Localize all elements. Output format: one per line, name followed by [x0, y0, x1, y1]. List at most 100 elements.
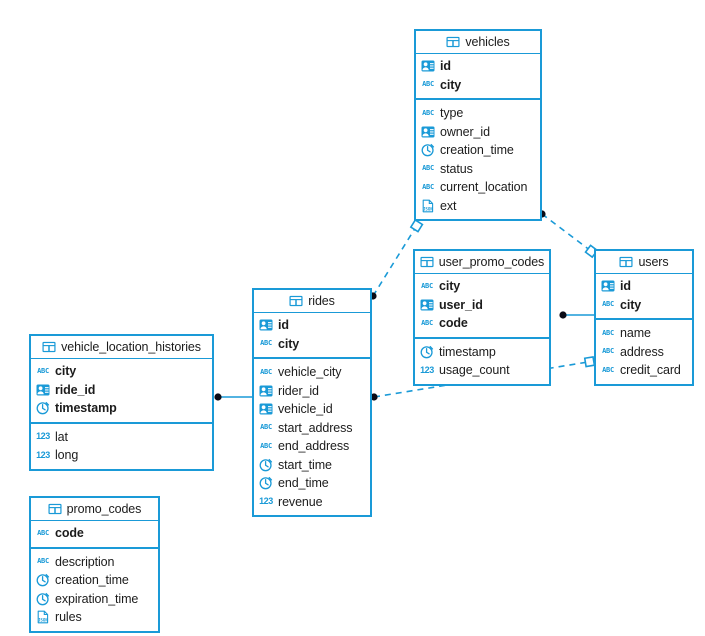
primary-key-row[interactable]: ABC city	[415, 277, 549, 296]
abc-icon: ABC	[422, 182, 434, 191]
table-icon	[48, 502, 62, 516]
column-name: address	[620, 344, 664, 359]
column-name: timestamp	[55, 401, 117, 416]
column-name: id	[278, 318, 289, 333]
column-name: user_id	[439, 297, 483, 312]
column-name: id	[440, 59, 451, 74]
column-name: ride_id	[55, 382, 96, 397]
abc-icon: ABC	[37, 528, 49, 537]
column-name: vehicle_city	[278, 365, 342, 380]
abc-icon: ABC	[260, 367, 272, 376]
column-name: code	[55, 526, 84, 541]
column-row[interactable]: creation_time	[31, 571, 158, 590]
primary-key-group: ABC code	[31, 521, 158, 549]
column-row[interactable]: start_time	[254, 456, 370, 475]
primary-key-row[interactable]: id	[596, 277, 692, 296]
clock-icon	[36, 592, 50, 606]
column-row[interactable]: end_time	[254, 474, 370, 493]
primary-key-row[interactable]: ride_id	[31, 381, 212, 400]
table-header-user_promo_codes[interactable]: user_promo_codes	[415, 251, 549, 274]
column-row[interactable]: ABC current_location	[416, 178, 540, 197]
abc-icon: ABC	[422, 80, 434, 89]
number-icon: 123	[36, 431, 50, 442]
id-card-icon	[601, 279, 615, 293]
primary-key-row[interactable]: ABC code	[31, 524, 158, 543]
table-name: vehicle_location_histories	[61, 340, 201, 354]
clock-icon	[36, 401, 50, 415]
abc-icon: ABC	[602, 328, 614, 337]
abc-icon: ABC	[37, 366, 49, 375]
column-row[interactable]: JSON rules	[31, 608, 158, 627]
column-name: start_address	[278, 420, 353, 435]
column-name: current_location	[440, 180, 528, 195]
column-row[interactable]: rider_id	[254, 382, 370, 401]
primary-key-row[interactable]: id	[254, 316, 370, 335]
primary-key-row[interactable]: id	[416, 57, 540, 76]
column-name: city	[439, 279, 461, 294]
relationship-rel-vlh-rides[interactable]	[214, 393, 252, 401]
table-header-vehicles[interactable]: vehicles	[416, 31, 540, 54]
table-header-vehicle_location_histories[interactable]: vehicle_location_histories	[31, 336, 212, 359]
relationship-square-marker	[583, 355, 596, 368]
column-row[interactable]: owner_id	[416, 123, 540, 142]
column-row[interactable]: ABC description	[31, 553, 158, 572]
json-icon: JSON	[36, 610, 50, 624]
table-header-rides[interactable]: rides	[254, 290, 370, 313]
column-name: city	[278, 336, 300, 351]
table-header-users[interactable]: users	[596, 251, 692, 274]
column-name: creation_time	[55, 573, 129, 588]
column-row[interactable]: ABC vehicle_city	[254, 363, 370, 382]
abc-icon: ABC	[422, 164, 434, 173]
relationship-line	[541, 213, 596, 255]
primary-key-row[interactable]: user_id	[415, 296, 549, 315]
column-row[interactable]: expiration_time	[31, 590, 158, 609]
table-icon	[446, 35, 460, 49]
column-name: expiration_time	[55, 591, 139, 606]
column-row[interactable]: vehicle_id	[254, 400, 370, 419]
column-name: code	[439, 316, 468, 331]
column-row[interactable]: timestamp	[415, 343, 549, 362]
table-header-promo_codes[interactable]: promo_codes	[31, 498, 158, 521]
primary-key-row[interactable]: timestamp	[31, 399, 212, 418]
relationship-rel-upc-users[interactable]	[559, 311, 594, 319]
relationship-square-marker	[409, 218, 424, 233]
id-card-icon	[36, 383, 50, 397]
column-group: ABC description creation_time expiration_ti…	[31, 549, 158, 631]
abc-icon: ABC	[421, 281, 433, 290]
abc-icon: ABC	[37, 557, 49, 566]
column-name: rules	[55, 610, 82, 625]
table-name: rides	[308, 294, 335, 308]
column-name: id	[620, 279, 631, 294]
column-name: description	[55, 554, 115, 569]
json-icon: JSON	[421, 199, 435, 213]
column-row[interactable]: creation_time	[416, 141, 540, 160]
